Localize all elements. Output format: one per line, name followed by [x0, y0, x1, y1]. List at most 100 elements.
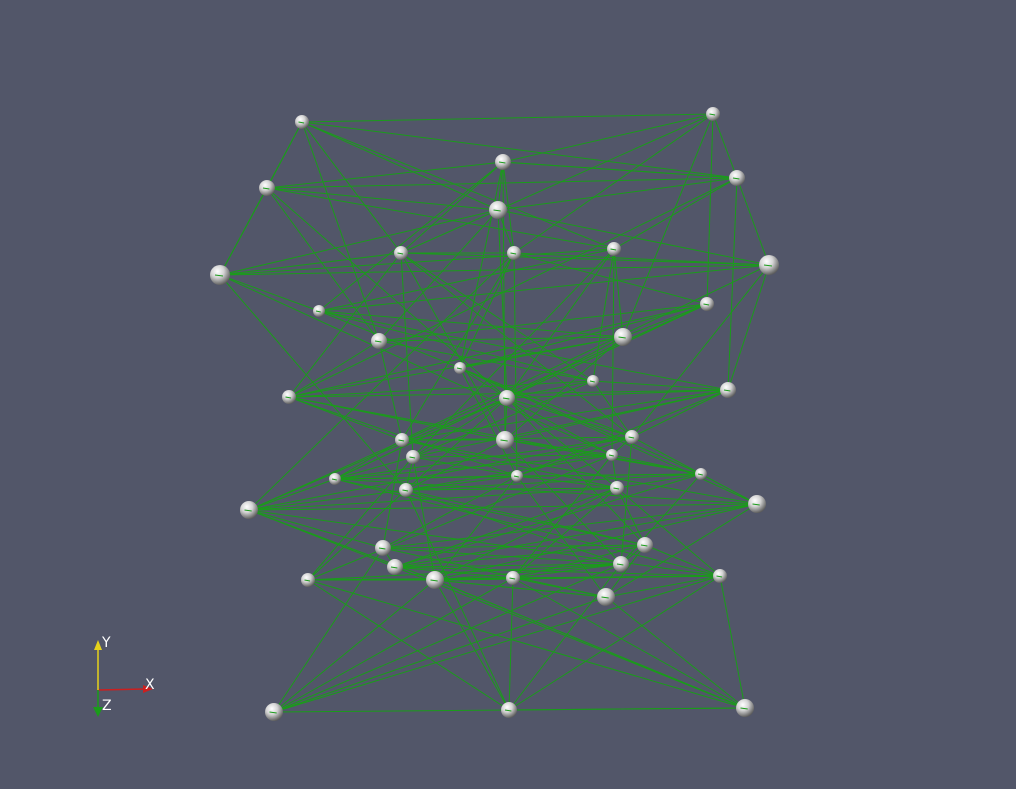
- graph-edge: [318, 248, 615, 312]
- graph-edge: [301, 121, 615, 250]
- graph-node[interactable]: [259, 180, 275, 196]
- graph-edge: [459, 303, 708, 369]
- graph-node[interactable]: [499, 390, 515, 406]
- graph-node[interactable]: [706, 107, 720, 121]
- graph-node[interactable]: [637, 537, 653, 553]
- graph-edge: [219, 248, 615, 276]
- graph-edge: [318, 310, 729, 391]
- graph-edge: [405, 489, 646, 546]
- graph-node[interactable]: [736, 699, 754, 717]
- graph-edge: [412, 397, 508, 458]
- graph-node[interactable]: [613, 556, 629, 572]
- graph-edge: [727, 264, 770, 391]
- graph-node[interactable]: [282, 390, 296, 404]
- node-edge-stub: [709, 113, 716, 116]
- graph-edge: [434, 575, 721, 581]
- graph-edge: [307, 489, 407, 581]
- graph-node[interactable]: [375, 540, 391, 556]
- graph-node[interactable]: [210, 265, 230, 285]
- graph-edge: [622, 303, 708, 338]
- graph-node[interactable]: [313, 305, 325, 317]
- graph-edge: [248, 478, 336, 511]
- graph-edge: [605, 503, 758, 598]
- graph-node[interactable]: [610, 481, 624, 495]
- graph-node[interactable]: [614, 328, 632, 346]
- graph-edge: [512, 577, 607, 598]
- graph-node[interactable]: [748, 495, 766, 513]
- node-edge-stub: [703, 303, 710, 306]
- node-edge-stub: [298, 121, 305, 124]
- node-edge-stub: [716, 575, 723, 578]
- node-edge-stub: [502, 397, 510, 400]
- graph-node[interactable]: [507, 246, 521, 260]
- graph-node[interactable]: [495, 154, 511, 170]
- graph-node[interactable]: [625, 430, 639, 444]
- graph-edge: [301, 121, 738, 179]
- graph-edge: [506, 248, 615, 399]
- graph-node[interactable]: [399, 483, 413, 497]
- graph-node[interactable]: [511, 470, 523, 482]
- graph-node[interactable]: [729, 170, 745, 186]
- graph-node[interactable]: [597, 588, 615, 606]
- graph-edge: [266, 187, 380, 342]
- graph-node[interactable]: [501, 702, 517, 718]
- graph-node[interactable]: [395, 433, 409, 447]
- graph-node[interactable]: [265, 703, 283, 721]
- graph-edge: [318, 264, 770, 312]
- axis-z-arrow: [93, 707, 103, 717]
- graph-node[interactable]: [387, 559, 403, 575]
- graph-edge: [219, 209, 499, 276]
- graph-edge: [400, 252, 770, 266]
- graph-edge: [412, 456, 518, 477]
- graph-node[interactable]: [295, 115, 309, 129]
- graph-node[interactable]: [695, 468, 707, 480]
- graph-edge: [516, 436, 633, 477]
- axis-x-label: X: [145, 677, 155, 693]
- node-edge-stub: [610, 248, 617, 251]
- graph-edge: [706, 113, 714, 305]
- graph-edge: [405, 454, 613, 491]
- graph-edge: [288, 303, 708, 398]
- edges-layer: [219, 113, 770, 713]
- graph-edge: [288, 396, 403, 441]
- graph-node[interactable]: [489, 201, 507, 219]
- graph-node[interactable]: [506, 571, 520, 585]
- graph-edge: [631, 389, 729, 438]
- graph-node[interactable]: [329, 473, 341, 485]
- graph-node[interactable]: [240, 501, 258, 519]
- graph-node[interactable]: [371, 333, 387, 349]
- graph-node[interactable]: [406, 450, 420, 464]
- graph-edge: [412, 454, 613, 458]
- graph-edge: [412, 380, 594, 458]
- graph-node[interactable]: [394, 246, 408, 260]
- graph-edge: [266, 187, 615, 250]
- graph-edge: [434, 579, 746, 709]
- nodes-layer: [210, 107, 779, 721]
- graph-edge: [307, 579, 746, 709]
- graph-edge: [613, 177, 738, 250]
- graph-edge: [508, 575, 721, 711]
- node-edge-stub: [402, 489, 409, 492]
- graph-node[interactable]: [301, 573, 315, 587]
- axis-x-arrow: [143, 685, 153, 693]
- graph-node[interactable]: [496, 431, 514, 449]
- graph-node[interactable]: [720, 382, 736, 398]
- graph-node[interactable]: [607, 242, 621, 256]
- node-edge-stub: [618, 336, 626, 339]
- graph-node[interactable]: [587, 375, 599, 387]
- node-edge-stub: [697, 473, 703, 476]
- graph-node[interactable]: [713, 569, 727, 583]
- graph-edge: [434, 563, 622, 581]
- graph-node[interactable]: [606, 449, 618, 461]
- graph-node[interactable]: [759, 255, 779, 275]
- graph-node[interactable]: [426, 571, 444, 589]
- graph-edge: [512, 563, 622, 579]
- graph-edge: [248, 509, 721, 577]
- graph-node[interactable]: [700, 297, 714, 311]
- graph-edge: [273, 596, 607, 713]
- graph-node[interactable]: [454, 362, 466, 374]
- graph-edge: [400, 252, 594, 382]
- graph-edge: [400, 252, 633, 438]
